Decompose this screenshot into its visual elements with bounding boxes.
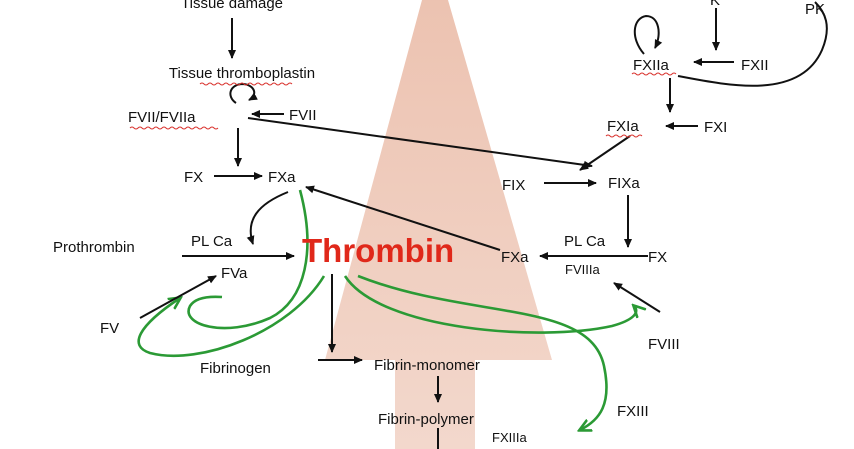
label-fxiii: FXIII xyxy=(617,403,649,420)
label-fx-right: FX xyxy=(648,249,667,266)
spellcheck-underline-fxia xyxy=(605,134,643,138)
label-fxiia: FXIIa xyxy=(633,57,670,74)
label-fxia: FXIa xyxy=(607,118,639,135)
label-fxi: FXI xyxy=(704,119,727,136)
label-prothrombin: Prothrombin xyxy=(53,239,135,256)
label-fvii: FVII xyxy=(289,107,317,124)
label-tissue-thromboplastin: Tissue thromboplastin xyxy=(169,65,315,82)
arrow-fxiia-to-pk xyxy=(677,1,828,87)
label-k: K xyxy=(710,0,720,9)
feedback-arrow-to-fviiia xyxy=(343,275,636,334)
label-fviii: FVIII xyxy=(648,336,680,353)
feedback-arrow-to-fxiiia xyxy=(357,274,608,430)
label-pl-ca-left: PL Ca xyxy=(191,233,233,250)
label-fixa: FIXa xyxy=(608,175,640,192)
arrow-fv-to-fva xyxy=(139,275,217,319)
label-fibrin-polymer: Fibrin-polymer xyxy=(378,411,474,428)
label-pl-ca-right: PL Ca xyxy=(564,233,606,250)
label-fviiia: FVIIIa xyxy=(565,262,600,277)
label-thrombin: Thrombin xyxy=(302,232,454,269)
self-loop-fviia xyxy=(229,82,258,104)
feedback-arrow-to-fva xyxy=(187,189,309,330)
label-fxiiia: FXIIIa xyxy=(492,430,527,445)
spellcheck-underline-fviia xyxy=(129,126,219,130)
label-fix: FIX xyxy=(502,177,525,194)
label-pk: PK xyxy=(805,1,825,18)
label-fibrin-monomer: Fibrin-monomer xyxy=(374,357,480,374)
label-fxa-right: FXa xyxy=(501,249,529,266)
spellcheck-underline-fxiia xyxy=(631,72,677,76)
label-fxa-left: FXa xyxy=(268,169,296,186)
label-fxii: FXII xyxy=(741,57,769,74)
feedback-arrow-to-fv xyxy=(137,275,326,358)
arrow-fviii-to-fviiia xyxy=(613,282,661,313)
arrow-fxa-to-prothrombinase xyxy=(246,191,289,245)
label-tissue-damage: Tissue damage xyxy=(181,0,283,12)
label-fvii-fviia: FVII/FVIIa xyxy=(128,109,196,126)
label-fx-left: FX xyxy=(184,169,203,186)
big-downward-arrow xyxy=(325,0,552,449)
label-fv: FV xyxy=(100,320,119,337)
arrow-fxa-right-to-fxa-left xyxy=(305,185,501,251)
label-fva: FVa xyxy=(221,265,248,282)
spellcheck-underline-thromboplastin xyxy=(199,82,293,86)
self-loop-fxiia xyxy=(633,14,663,55)
arrow-fxia-to-fixa xyxy=(579,135,631,171)
label-fibrinogen: Fibrinogen xyxy=(200,360,271,377)
arrow-fviia-to-fixa xyxy=(247,117,593,169)
